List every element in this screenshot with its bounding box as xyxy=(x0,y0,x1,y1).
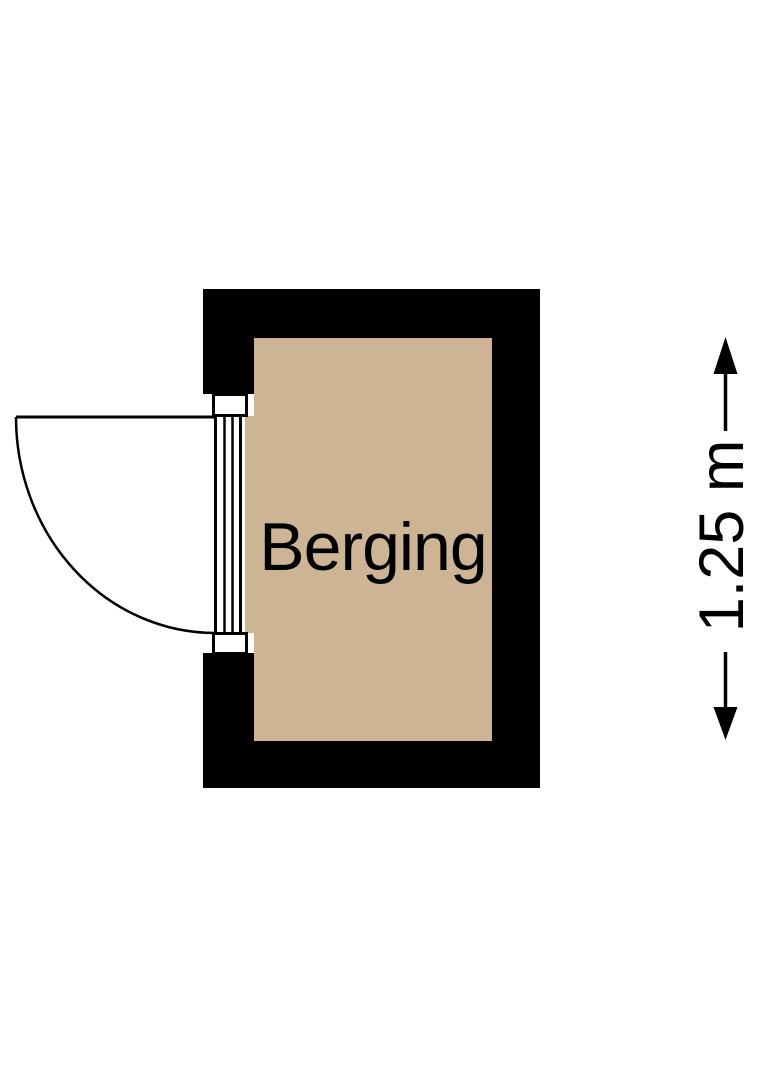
door-threshold-floor xyxy=(245,416,255,633)
arrow-down-icon xyxy=(713,707,738,740)
arrow-up-icon xyxy=(713,337,738,374)
dimension-indicator: 1.25 m xyxy=(687,337,757,740)
dimension-label: 1.25 m xyxy=(687,440,757,633)
door-leaf xyxy=(214,414,242,635)
door-frame-top xyxy=(212,393,248,417)
room-label: Berging xyxy=(259,509,486,585)
door-swing-arc xyxy=(14,416,216,635)
room-floor xyxy=(254,338,492,741)
door-frame-bottom xyxy=(212,632,248,655)
